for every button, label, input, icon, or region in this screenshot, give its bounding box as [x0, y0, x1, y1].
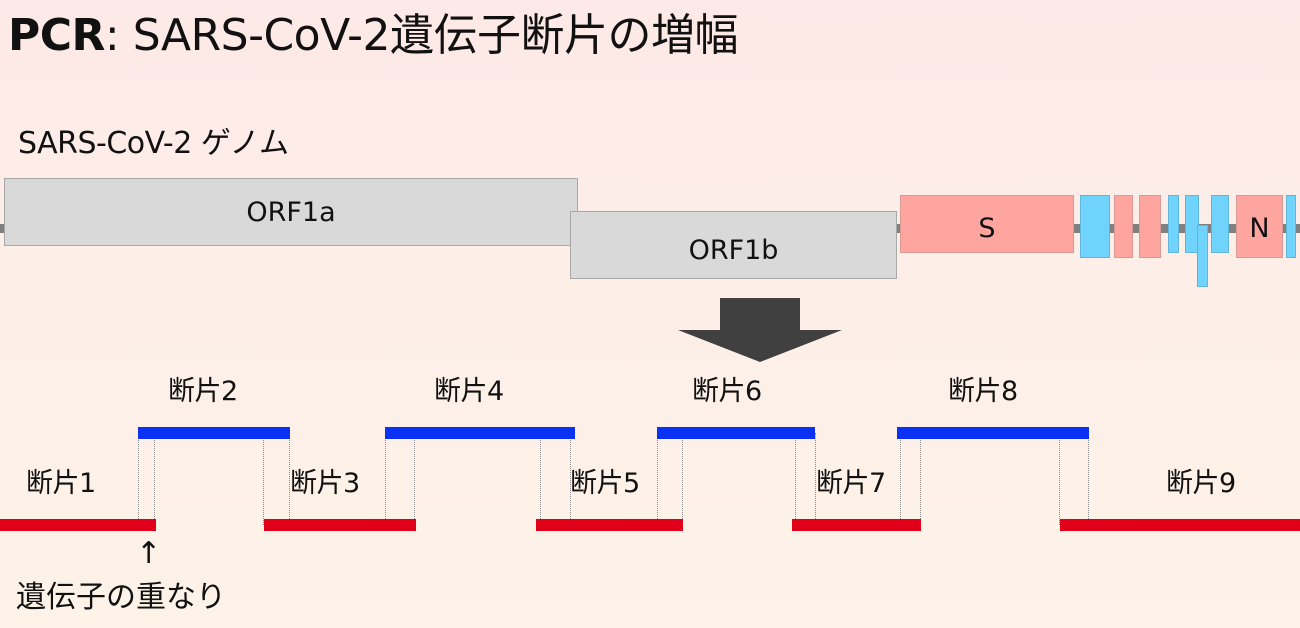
fragment-bar-4: [385, 427, 575, 439]
genome-label: SARS-CoV-2 ゲノム: [18, 126, 289, 161]
fragment-label-6: 断片6: [692, 376, 762, 407]
fragment-label-8: 断片8: [948, 376, 1018, 407]
fragment-label-2: 断片2: [168, 376, 238, 407]
gene-orf3a: [1080, 195, 1110, 258]
gene-label: S: [978, 212, 996, 244]
fragment-label-4: 断片4: [434, 376, 504, 407]
overlap-guide: [570, 433, 571, 525]
fragment-bar-7: [792, 519, 921, 531]
overlap-guide: [289, 433, 290, 525]
gene-s: S: [900, 195, 1074, 253]
fragment-bar-5: [536, 519, 683, 531]
gene-orf1a: ORF1a: [4, 178, 578, 246]
overlap-guide: [900, 433, 901, 525]
gene-orf7b: [1197, 225, 1208, 287]
up-arrow-icon: ↑: [136, 536, 162, 571]
fragment-label-5: 断片5: [570, 468, 640, 499]
fragment-label-3: 断片3: [290, 468, 360, 499]
gene-orf1b: ORF1b: [570, 211, 897, 279]
fragment-bar-2: [138, 427, 290, 439]
overlap-guide: [385, 433, 386, 525]
gene-n: N: [1236, 195, 1283, 258]
overlap-guide: [920, 433, 921, 525]
fragment-label-7: 断片7: [816, 468, 886, 499]
overlap-label: 遺伝子の重なり: [16, 580, 226, 615]
overlap-guide: [657, 433, 658, 525]
fragment-bar-6: [657, 427, 815, 439]
title-rest: : SARS-CoV-2遺伝子断片の増幅: [104, 10, 739, 61]
fragment-bar-1: [0, 519, 156, 531]
overlap-guide: [1059, 433, 1060, 525]
overlap-guide: [795, 433, 796, 525]
gene-m: [1139, 195, 1161, 258]
overlap-guide: [263, 433, 264, 525]
overlap-guide: [1088, 433, 1089, 525]
gene-e: [1114, 195, 1133, 258]
gene-label: ORF1a: [246, 196, 336, 228]
gene-orf10: [1286, 195, 1296, 258]
fragment-label-9: 断片9: [1166, 468, 1236, 499]
fragment-bar-3: [264, 519, 416, 531]
down-arrow-icon: [678, 298, 842, 362]
fragment-label-1: 断片1: [26, 468, 96, 499]
gene-label: N: [1249, 213, 1270, 244]
overlap-guide: [154, 433, 155, 525]
gene-label: ORF1b: [688, 234, 779, 266]
gene-orf6: [1168, 195, 1179, 253]
gene-orf7a: [1185, 195, 1199, 253]
gene-orf8: [1211, 195, 1229, 253]
fragment-bar-8: [897, 427, 1089, 439]
title-bold: PCR: [8, 10, 105, 61]
fragment-bar-9: [1060, 519, 1300, 531]
overlap-guide: [682, 433, 683, 525]
overlap-guide: [815, 433, 816, 525]
overlap-guide: [540, 433, 541, 525]
overlap-guide: [414, 433, 415, 525]
page-title: PCR: SARS-CoV-2遺伝子断片の増幅: [8, 6, 739, 66]
overlap-guide: [138, 433, 139, 525]
